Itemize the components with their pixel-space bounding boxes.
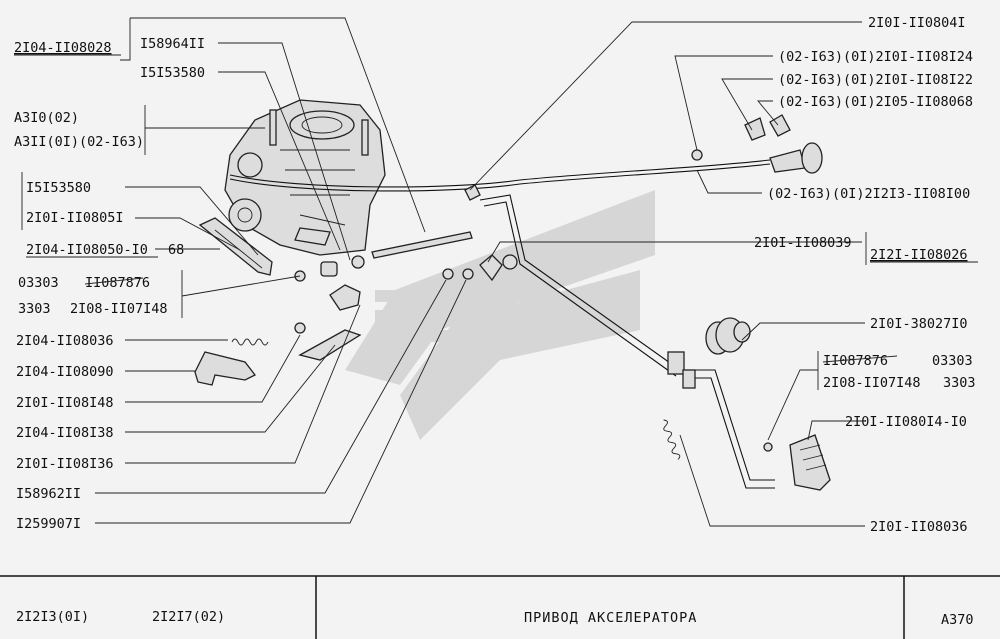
pedal-shaft-rod: [479, 194, 681, 371]
shaft-pin-icon: [682, 369, 696, 389]
knob-icon: [769, 142, 823, 174]
footer-title: ПРИВОД АКСЕЛЕРАТОРА: [524, 610, 697, 626]
watermark-logo: [345, 190, 655, 440]
label-2104-1108036: 2I04-II08036: [16, 333, 114, 349]
label-2105-1108068: (02-I63)(0I)2I05-II08068: [778, 94, 973, 110]
clip-top-icon: [744, 117, 766, 141]
clip-icon: [351, 255, 365, 269]
spring-icon-left: [231, 338, 269, 346]
label-2108-1107148-left: 2I08-II07I48: [70, 301, 168, 317]
label-a310: A3I0(02): [14, 110, 79, 126]
label-2101-3802710: 2I0I-38027I0: [870, 316, 968, 332]
label-2104-1108050-10: 2I04-II08050-I0: [26, 242, 148, 258]
washer-small-icon: [442, 268, 454, 280]
label-15153580-top: I5I53580: [140, 65, 205, 81]
label-3303-left: 3303: [18, 301, 51, 317]
spring-icon-right: [663, 419, 681, 460]
label-2101-1108136: 2I0I-II08I36: [16, 456, 114, 472]
carburetor-icon: [224, 99, 386, 256]
label-21213-1108100: (02-I63)(0I)2I2I3-II08I00: [767, 186, 970, 202]
footer-models-1: 2I2I3(0I): [16, 609, 89, 625]
pedal-pad-icon: [789, 434, 831, 491]
label-3303-right: 3303: [943, 375, 976, 391]
label-2104-1108138: 2I04-II08I38: [16, 425, 114, 441]
label-2101-1108122: (02-I63)(0I)2I0I-II08I22: [778, 72, 973, 88]
washer-small-icon-2: [462, 268, 474, 280]
label-03303-left: 03303: [18, 275, 59, 291]
label-68: 68: [168, 242, 184, 258]
label-2104-1108028: 2I04-II08028: [14, 40, 112, 56]
label-2101-1108014-10: 2I0I-II080I4-I0: [845, 414, 967, 430]
label-2101-1108041: 2I0I-II0804I: [868, 15, 966, 31]
label-2101-1108124: (02-I63)(0I)2I0I-II08I24: [778, 49, 973, 65]
footer-code: A370: [941, 612, 974, 628]
rod-icon: [371, 231, 473, 259]
bracket-shaft-icon: [479, 254, 503, 282]
label-2101-1108148: 2I0I-II08I48: [16, 395, 114, 411]
label-2108-1107148-right: 2I08-II07I48: [823, 375, 921, 391]
leader-lines-right: [469, 21, 867, 527]
nut-right-icon: [763, 442, 773, 452]
bracket-icon: [194, 351, 256, 386]
lever-upper-icon: [329, 284, 361, 311]
label-03303-right: 03303: [932, 353, 973, 369]
leader-lines: [21, 17, 467, 524]
label-12599071: I259907I: [16, 516, 81, 532]
shaft-end-icon: [502, 254, 518, 270]
label-11087876-right: II087876: [823, 353, 888, 369]
accelerator-cable-line: [229, 159, 771, 188]
lever-icon: [298, 329, 362, 361]
label-2101-1108036: 2I0I-II08036: [870, 519, 968, 535]
label-2121-1108026: 2I2I-II08026: [870, 247, 968, 263]
title-block: [0, 575, 1000, 639]
clip-top-icon-2: [769, 114, 791, 137]
label-2101-1108051: 2I0I-II0805I: [26, 210, 124, 226]
label-15153580: I5I53580: [26, 180, 91, 196]
shaft-lever-icon: [667, 351, 685, 375]
washer-icon: [294, 322, 306, 334]
clamp-icon: [464, 184, 481, 201]
label-2104-1108090: 2I04-II08090: [16, 364, 114, 380]
label-2101-1108039: 2I0I-II08039: [754, 235, 852, 251]
footer-models-2: 2I2I7(02): [152, 609, 225, 625]
boot-icon: [705, 317, 751, 355]
label-a311: A3II(0I)(02-I63): [14, 134, 144, 150]
label-15896211: I58962II: [16, 486, 81, 502]
label-15896411: I58964II: [140, 36, 205, 52]
bushing-icon: [320, 261, 338, 277]
nut-top-icon: [691, 149, 703, 161]
